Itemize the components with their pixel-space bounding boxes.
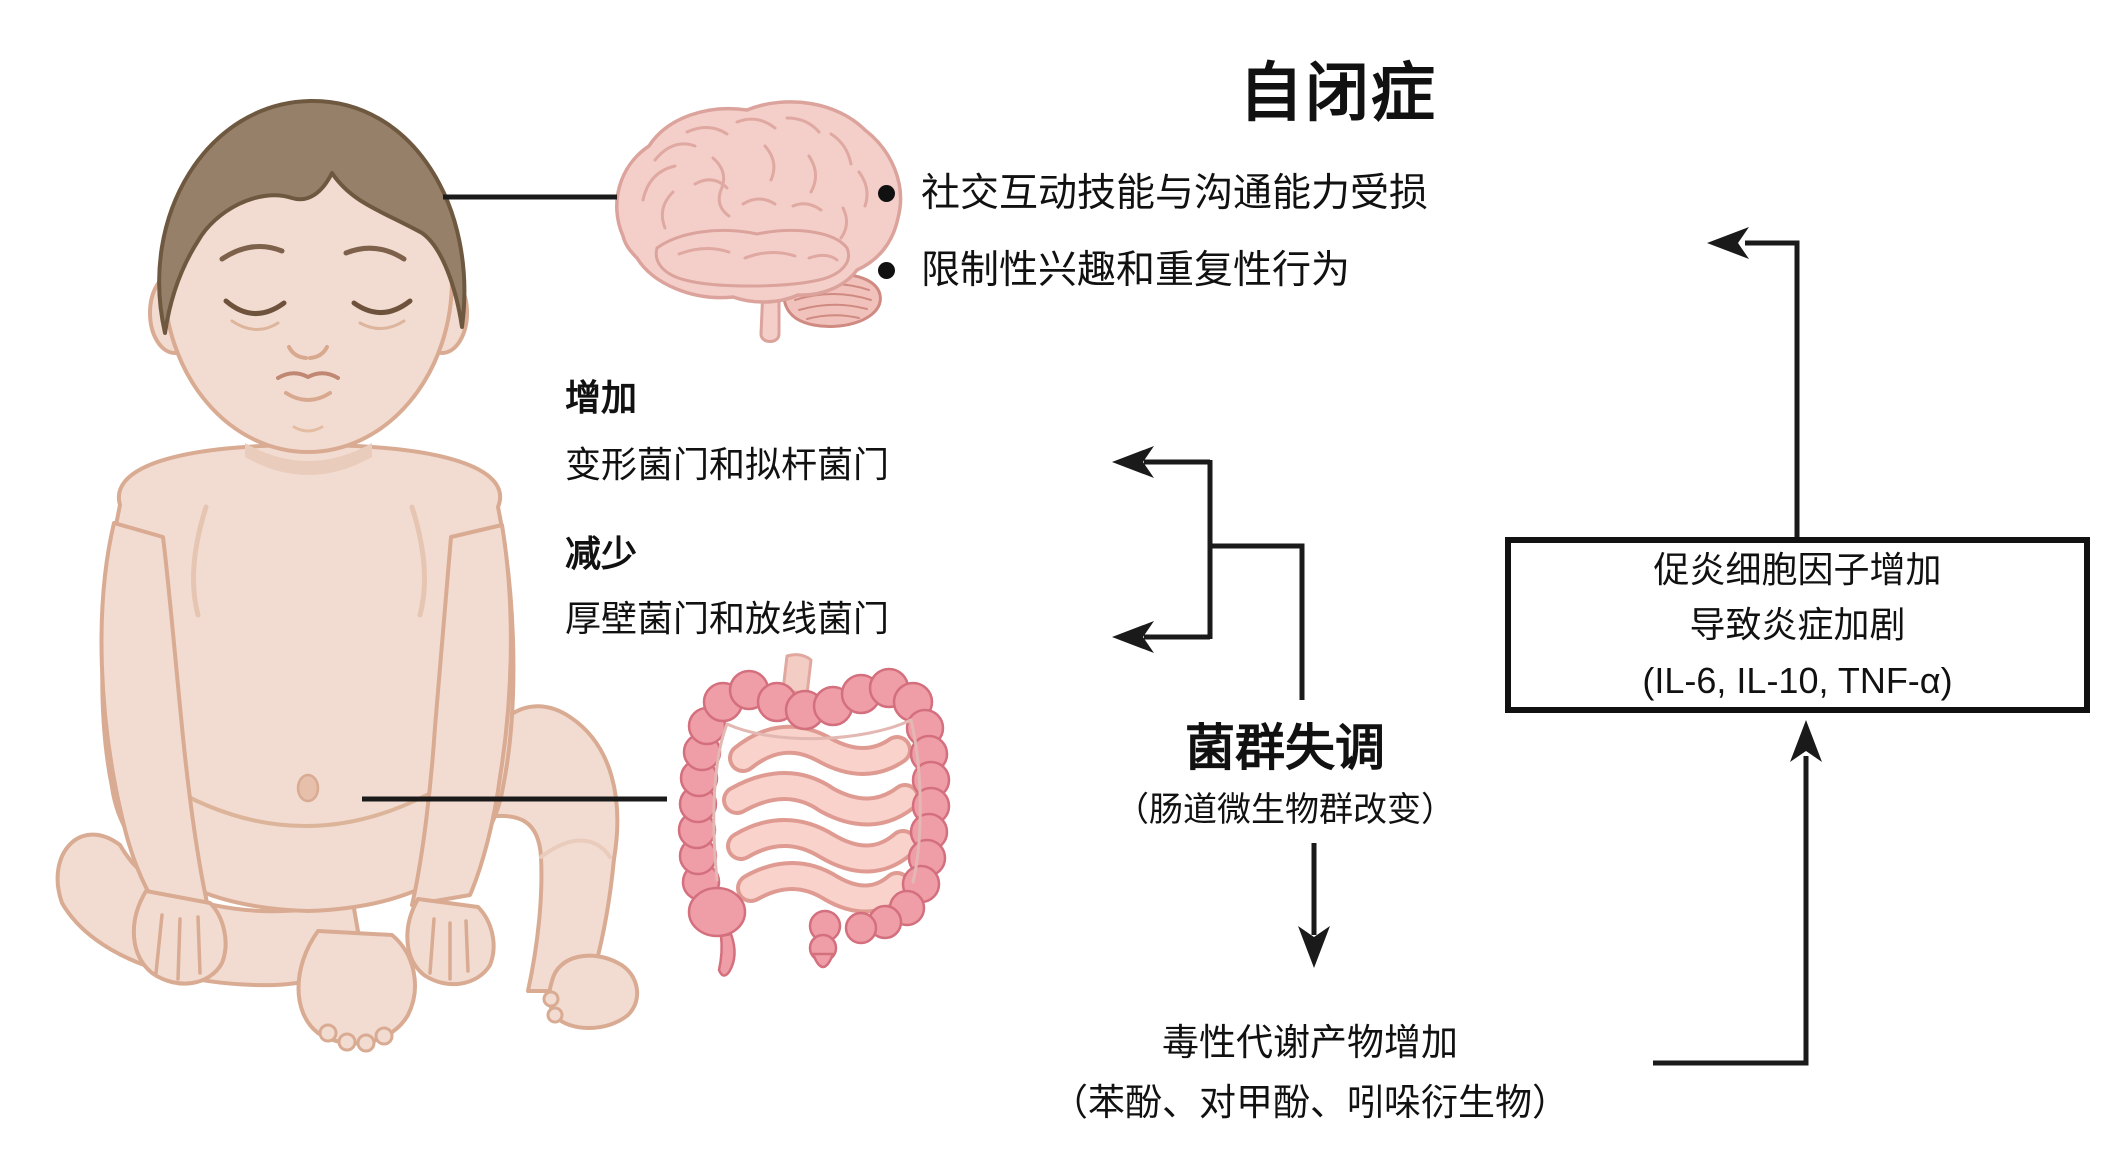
decrease-phyla: 厚壁菌门和放线菌门 <box>565 598 890 639</box>
symptom-item: 限制性兴趣和重复性行为 <box>878 245 1428 298</box>
baby-right-arm <box>405 523 513 987</box>
arrowhead-metabolites <box>1298 926 1330 968</box>
intestine-illustration <box>677 653 951 977</box>
baby-foot-right <box>542 953 639 1030</box>
cytokine-box-line2: 导致炎症加剧 <box>1689 604 1906 646</box>
arrowhead-decrease <box>1112 621 1154 653</box>
brain-illustration <box>615 100 903 343</box>
arrowhead-to-autism <box>1707 227 1749 259</box>
increase-label: 增加 <box>565 377 638 418</box>
duodenum-stub <box>781 653 813 696</box>
arrowhead-increase <box>1112 446 1154 478</box>
baby-closed-eye-right <box>351 298 413 315</box>
metabolites-line2: （苯酚、对甲酚、吲哚衍生物） <box>1051 1082 1569 1123</box>
dysbiosis-subtitle: （肠道微生物群改变） <box>1115 791 1455 829</box>
bracket-stem-to-dysbiosis <box>1210 543 1305 700</box>
baby-foot-center <box>296 929 417 1053</box>
large-intestine <box>677 667 951 977</box>
cytokine-box-line3: (IL-6, IL-10, TNF-α) <box>1642 659 1953 701</box>
dysbiosis-title: 菌群失调 <box>1185 720 1385 776</box>
bullet-dot-icon <box>878 261 895 279</box>
arrow-box-to-autism <box>1745 240 1800 537</box>
baby-bent-leg <box>473 704 620 993</box>
symptom-list: 社交互动技能与沟通能力受损 限制性兴趣和重复性行为 <box>878 168 1428 321</box>
arrow-metabolites-to-box <box>1653 756 1809 1066</box>
page-title: 自闭症 <box>1239 57 1437 129</box>
decrease-label: 减少 <box>565 533 638 574</box>
symptom-item: 社交互动技能与沟通能力受损 <box>878 168 1428 221</box>
arrowhead-into-box <box>1790 720 1822 762</box>
symptom-text: 限制性兴趣和重复性行为 <box>921 248 1351 292</box>
cytokine-box: 促炎细胞因子增加 导致炎症加剧 (IL-6, IL-10, TNF-α) <box>1505 537 2090 713</box>
bullet-dot-icon <box>878 185 895 202</box>
colon-inner-line <box>712 718 922 884</box>
baby-illustration <box>55 98 639 1053</box>
baby-left-arm <box>99 521 228 986</box>
baby-hair <box>157 98 467 335</box>
symptom-text: 社交互动技能与沟通能力受损 <box>921 172 1429 215</box>
baby-head <box>148 98 469 454</box>
baby-neck-shadow <box>245 443 372 475</box>
cytokine-box-line1: 促炎细胞因子增加 <box>1653 549 1942 591</box>
cerebrum <box>615 100 903 304</box>
metabolites-line1: 毒性代谢产物增加 <box>1162 1022 1458 1063</box>
increase-phyla: 变形菌门和拟杆菌门 <box>565 444 890 485</box>
small-intestine <box>722 724 920 914</box>
baby-closed-eye-left <box>223 298 287 316</box>
